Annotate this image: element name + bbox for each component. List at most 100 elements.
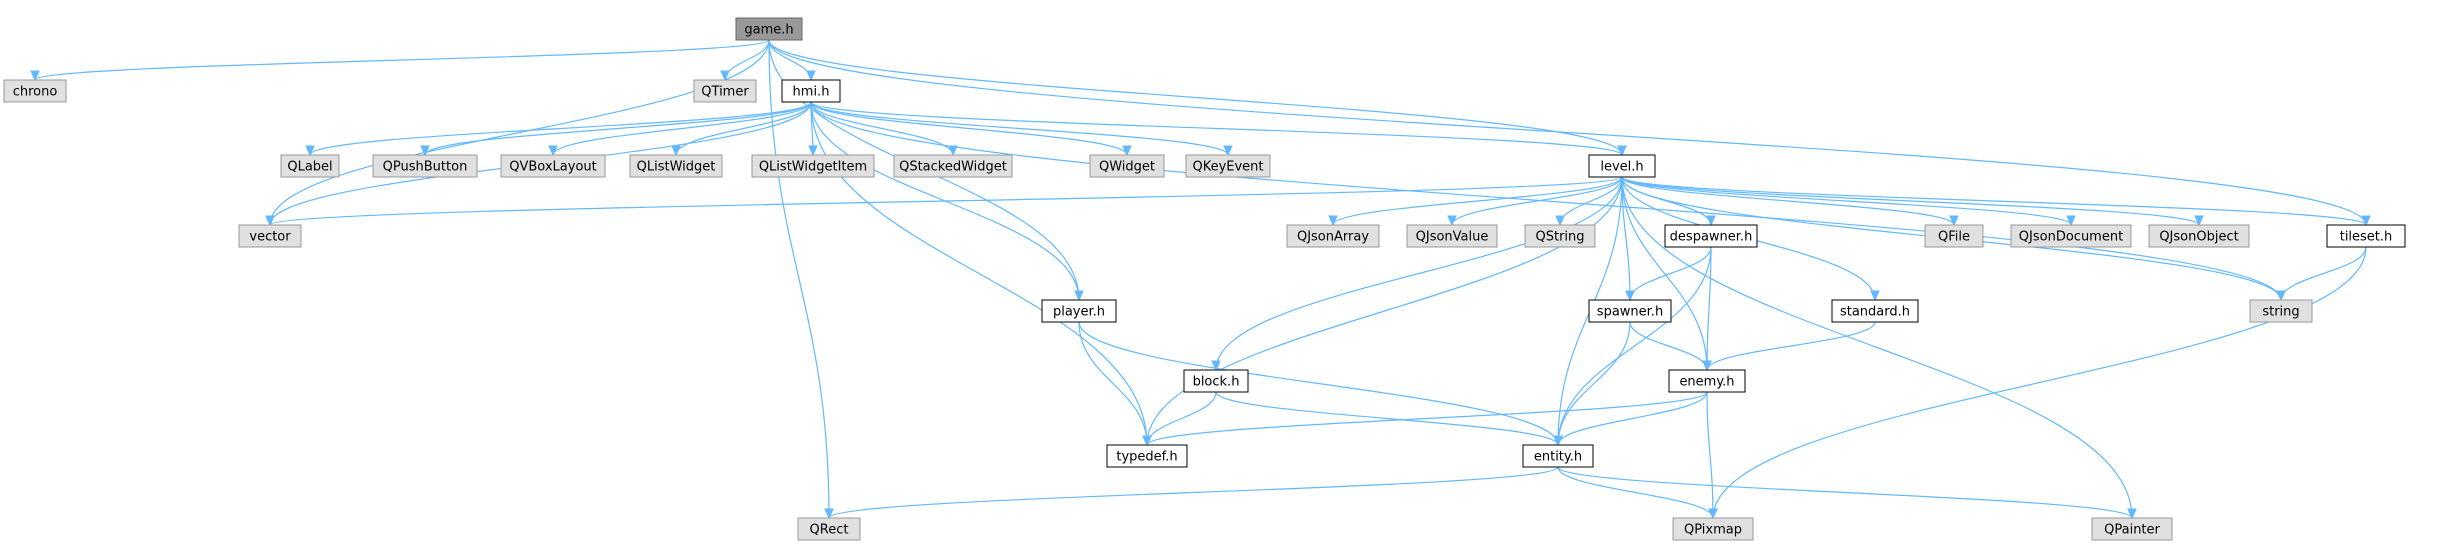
edge-line xyxy=(1332,176,1623,226)
node-level[interactable]: level.h xyxy=(1588,154,1656,178)
node-qlistwidgetitem: QListWidgetItem xyxy=(751,154,875,178)
edge-block-to-entity xyxy=(1215,391,1563,447)
edge-level-to-vector xyxy=(265,176,1623,227)
node-label: QJsonArray xyxy=(1297,230,1369,245)
node-label: game.h xyxy=(744,23,793,38)
node-label: QTimer xyxy=(701,85,749,100)
edge-line xyxy=(1621,176,2367,226)
node-string: string xyxy=(2249,299,2313,323)
edge-line xyxy=(810,101,954,156)
edge-enemy-to-typedef xyxy=(1142,391,1708,447)
edge-hmi-to-QListWidget xyxy=(671,101,812,157)
node-spawner[interactable]: spawner.h xyxy=(1588,299,1672,323)
node-label: QRect xyxy=(810,523,849,538)
node-box xyxy=(1588,299,1672,323)
edge-line xyxy=(1706,246,1712,371)
edge-hmi-to-QPushButton xyxy=(420,101,812,157)
node-label: despawner.h xyxy=(1670,230,1753,245)
edge-hmi-to-typedef xyxy=(810,101,1152,447)
edge-arrowhead xyxy=(1211,360,1221,372)
node-box xyxy=(1185,154,1271,178)
edge-block-to-typedef xyxy=(1142,391,1217,447)
edge-tileset-to-QPixmap xyxy=(1708,246,2367,520)
edge-line xyxy=(1078,321,1148,446)
node-box xyxy=(1041,299,1117,323)
node-label: chrono xyxy=(13,85,58,100)
edge-line xyxy=(1621,176,2072,226)
node-tileset[interactable]: tileset.h xyxy=(2326,224,2406,248)
node-box xyxy=(693,79,757,103)
node-box xyxy=(2148,224,2250,248)
edge-line xyxy=(768,39,2367,226)
edge-level-to-QString xyxy=(1555,176,1623,227)
edge-level-to-QFile xyxy=(1621,176,1959,227)
node-label: QJsonObject xyxy=(2159,230,2238,245)
edge-line xyxy=(1451,176,1623,226)
edge-line xyxy=(1557,246,1712,446)
edge-hmi-to-QVBoxLayout xyxy=(548,101,812,157)
node-hmi[interactable]: hmi.h xyxy=(781,79,841,103)
node-box xyxy=(2326,224,2406,248)
node-player[interactable]: player.h xyxy=(1041,299,1117,323)
edge-arrowhead xyxy=(1625,290,1635,302)
node-qfile: QFile xyxy=(1924,224,1984,248)
node-vector: vector xyxy=(238,224,302,248)
edge-standard-to-enemy xyxy=(1702,321,1876,372)
edge-level-to-QJsonValue xyxy=(1447,176,1623,227)
node-box xyxy=(1672,517,1754,541)
edge-game-to-vector xyxy=(265,39,770,227)
node-game[interactable]: game.h xyxy=(735,17,803,41)
node-box xyxy=(500,154,606,178)
node-label: player.h xyxy=(1053,305,1105,320)
edge-arrowhead xyxy=(720,70,730,82)
node-label: standard.h xyxy=(1840,305,1910,320)
node-label: QString xyxy=(1535,230,1584,245)
edge-arrowhead xyxy=(548,145,558,157)
edge-line xyxy=(1557,391,1708,446)
node-despawner[interactable]: despawner.h xyxy=(1664,224,1758,248)
edge-line xyxy=(1215,391,1559,446)
node-box xyxy=(1183,369,1249,393)
edge-arrowhead xyxy=(671,145,681,157)
edge-arrowhead xyxy=(2276,290,2286,302)
node-qpainter: QPainter xyxy=(2091,517,2173,541)
node-qtimer: QTimer xyxy=(693,79,757,103)
node-block[interactable]: block.h xyxy=(1183,369,1249,393)
node-label: vector xyxy=(249,230,291,245)
node-qlabel: QLabel xyxy=(280,154,340,178)
edge-line xyxy=(1146,391,1708,446)
node-enemy[interactable]: enemy.h xyxy=(1668,369,1746,393)
node-label: entity.h xyxy=(1534,450,1582,465)
edge-arrowhead xyxy=(948,145,958,157)
node-qlistwidget: QListWidget xyxy=(629,154,723,178)
edge-arrowhead xyxy=(824,508,834,520)
node-entity[interactable]: entity.h xyxy=(1522,444,1594,468)
node-qkeyevent: QKeyEvent xyxy=(1185,154,1271,178)
node-typedef[interactable]: typedef.h xyxy=(1106,444,1188,468)
edge-line xyxy=(269,176,1623,226)
edge-line xyxy=(1621,176,1955,226)
edge-arrowhead xyxy=(1553,435,1563,447)
node-box xyxy=(781,79,841,103)
edge-arrowhead xyxy=(1074,290,1084,302)
node-standard[interactable]: standard.h xyxy=(1831,299,1919,323)
edge-line xyxy=(810,101,1623,156)
edge-entity-to-QRect xyxy=(824,466,1559,520)
node-box xyxy=(735,17,803,41)
edge-arrowhead xyxy=(2194,215,2204,227)
edge-arrowhead xyxy=(808,145,818,157)
node-qjsonarray: QJsonArray xyxy=(1286,224,1380,248)
edge-hmi-to-QKeyEvent xyxy=(810,101,1233,157)
edge-level-to-tileset xyxy=(1621,176,2371,227)
edge-level-to-QJsonObject xyxy=(1621,176,2204,227)
node-box xyxy=(1406,224,1498,248)
edge-line xyxy=(424,101,812,156)
edge-despawner-to-spawner xyxy=(1625,246,1712,302)
edge-line xyxy=(1146,176,1623,446)
edge-arrowhead xyxy=(1142,435,1152,447)
edge-hmi-to-QWidget xyxy=(810,101,1132,157)
node-label: QStackedWidget xyxy=(899,160,1007,175)
node-qjsonobject: QJsonObject xyxy=(2148,224,2250,248)
edge-tileset-to-string xyxy=(2276,246,2367,302)
